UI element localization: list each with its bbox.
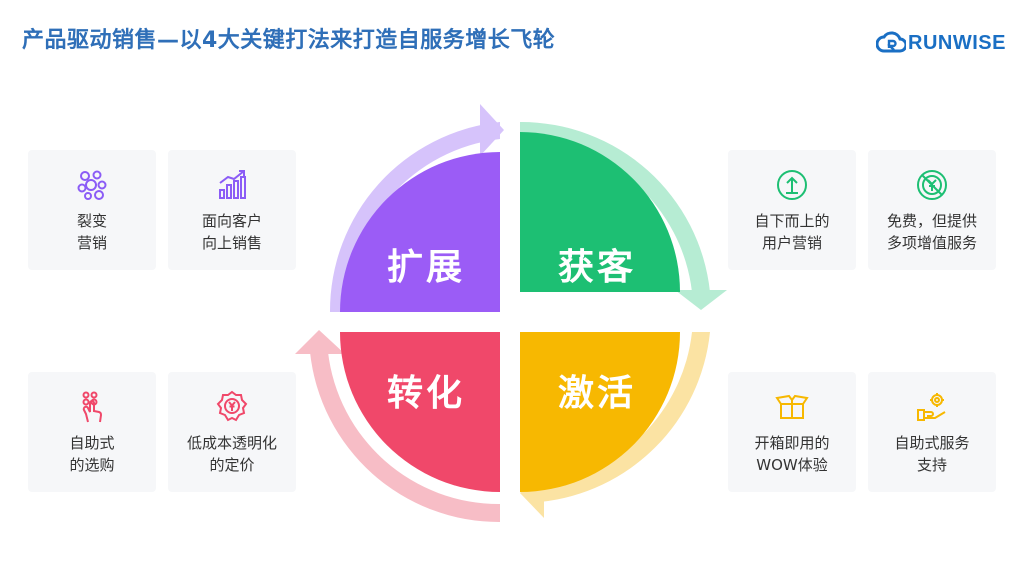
convert-arrow-head (295, 330, 345, 354)
logo-text: RUNWISE (908, 31, 1006, 54)
card-label: 自下而上的 用户营销 (754, 212, 830, 252)
tap-hand-icon (75, 390, 109, 424)
card-upsell: 面向客户 向上销售 (168, 150, 296, 270)
convert-quadrant (340, 332, 500, 492)
expand-quadrant (340, 152, 500, 312)
card-self-selection: 自助式 的选购 (28, 372, 156, 492)
activate-quadrant (520, 332, 680, 492)
card-transparent-pricing: 低成本透明化 的定价 (168, 372, 296, 492)
runwise-logo: RUNWISE (876, 28, 1006, 58)
page-title: 产品驱动销售—以4大关键打法来打造自服务增长飞轮 (22, 28, 556, 53)
card-freemium: 免费，但提供 多项增值服务 (868, 150, 996, 270)
bubbles-icon (75, 168, 109, 202)
card-self-service-support: 自助式服务 支持 (868, 372, 996, 492)
quadrant-label-convert: 转化 (386, 373, 465, 414)
free-yuan-icon (915, 168, 949, 202)
card-label: 低成本透明化 的定价 (186, 434, 277, 474)
price-badge-icon (215, 390, 249, 424)
card-bottom-up-marketing: 自下而上的 用户营销 (728, 150, 856, 270)
cloud-logo-icon (876, 31, 906, 53)
card-label: 面向客户 向上销售 (201, 212, 262, 252)
acquire-quadrant (520, 132, 680, 292)
service-hand-icon (915, 390, 949, 424)
card-label: 自助式 的选购 (69, 434, 115, 474)
acquire-arrow-head (675, 290, 727, 310)
growth-chart-icon (215, 168, 249, 202)
expand-arrow-head (480, 104, 504, 156)
quadrant-label-activate: 激活 (557, 373, 636, 414)
quadrant-label-expand: 扩展 (386, 247, 465, 288)
convert-arrow-band (310, 352, 500, 523)
card-label: 免费，但提供 多项增值服务 (886, 212, 977, 252)
card-fission-marketing: 裂变 营销 (28, 150, 156, 270)
card-label: 开箱即用的 WOW体验 (754, 434, 830, 474)
card-unbox-experience: 开箱即用的 WOW体验 (728, 372, 856, 492)
card-label: 裂变 营销 (76, 212, 107, 252)
quadrant-label-acquire: 获客 (557, 247, 636, 288)
upload-arrow-icon (775, 168, 809, 202)
open-box-icon (775, 390, 809, 424)
card-label: 自助式服务 支持 (894, 434, 970, 474)
